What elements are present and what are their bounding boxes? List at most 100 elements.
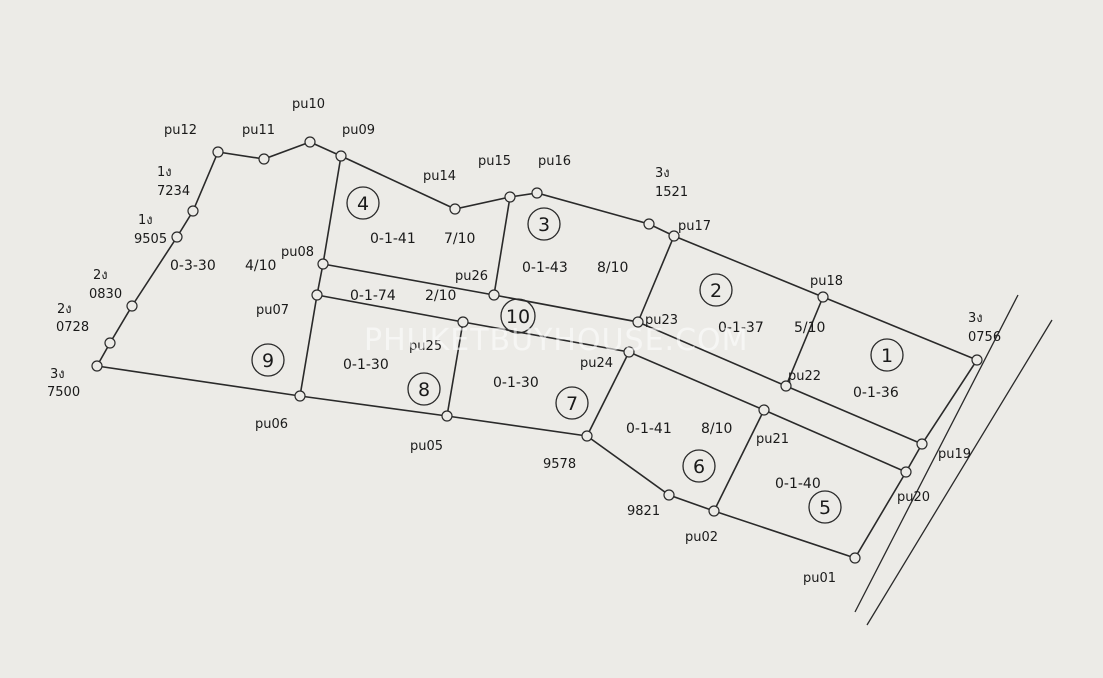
plot-8-area: 0-1-30 (343, 357, 389, 373)
marker-1521-code: 1521 (655, 185, 688, 200)
survey-points (91, 136, 983, 564)
pu07-point (311, 289, 323, 301)
plot-10-number: 10 (506, 306, 530, 328)
plot-3-circle (527, 207, 561, 241)
plot-5-area: 0-1-40 (775, 476, 821, 492)
plot-5-number: 5 (819, 497, 831, 519)
pu17-point (668, 230, 680, 242)
plot-6-number: 6 (693, 456, 705, 478)
marker-1521-point (643, 218, 655, 230)
divider-pu21-pu02 (713, 409, 765, 512)
plot-8-circle (407, 372, 441, 406)
label-pu24: pu24 (580, 356, 613, 371)
plot-areas: 0-1-36 0-1-37 5/10 0-1-43 8/10 0-1-41 7/… (170, 231, 899, 492)
plot-2-fraction: 5/10 (794, 320, 825, 336)
plot-1-circle (870, 338, 904, 372)
marker-9505-prefix: 1ง (138, 213, 153, 228)
divider-pu18-pu22 (785, 296, 824, 387)
marker-0756-code: 0756 (968, 330, 1001, 345)
plot-4-fraction: 7/10 (444, 231, 475, 247)
marker-0728-prefix: 2ง (57, 302, 72, 317)
plot-10-area: 0-1-74 (350, 288, 396, 304)
9578-point (581, 430, 593, 442)
label-pu17: pu17 (678, 219, 711, 234)
plot-6-fraction: 8/10 (701, 421, 732, 437)
label-pu18: pu18 (810, 274, 843, 289)
plot-5-circle (808, 490, 842, 524)
marker-9505-point (171, 231, 183, 243)
label-pu01: pu01 (803, 571, 836, 586)
divider-pu15-pu26 (493, 196, 511, 296)
label-pu22: pu22 (788, 369, 821, 384)
marker-7500-point (91, 360, 103, 372)
pu25-point (457, 316, 469, 328)
plot-7-area: 0-1-30 (493, 375, 539, 391)
plot-7-circle (555, 386, 589, 420)
label-pu06: pu06 (255, 417, 288, 432)
divider-pu25-pu05 (446, 321, 464, 417)
marker-0728-point (104, 337, 116, 349)
label-pu15: pu15 (478, 154, 511, 169)
marker-0756-point (971, 354, 983, 366)
plot-2-number: 2 (710, 280, 722, 302)
pu23-point (632, 316, 644, 328)
road-edge-right (866, 319, 1053, 626)
marker-labels: 3ง 7500 2ง 0728 2ง 0830 1ง 9505 1ง 7234 … (47, 165, 1001, 400)
pu14-point (449, 203, 461, 215)
marker-0728-code: 0728 (56, 320, 89, 335)
marker-7234-code: 7234 (157, 184, 190, 199)
label-pu11: pu11 (242, 123, 275, 138)
plot-6-area: 0-1-41 (626, 421, 672, 437)
label-pu09: pu09 (342, 123, 375, 138)
marker-7500-prefix: 3ง (50, 367, 65, 382)
label-pu02: pu02 (685, 530, 718, 545)
label-pu25: pu25 (409, 339, 442, 354)
marker-0830-prefix: 2ง (93, 268, 108, 283)
plot-1-area: 0-1-36 (853, 385, 899, 401)
pu06-point (294, 390, 306, 402)
plot-9-area: 0-3-30 (170, 258, 216, 274)
pu18-point (817, 291, 829, 303)
label-pu21: pu21 (756, 432, 789, 447)
pu24-point (623, 346, 635, 358)
label-9821: 9821 (627, 504, 660, 519)
pu26-point (488, 289, 500, 301)
pu15-point (504, 191, 516, 203)
marker-9505-code: 9505 (134, 232, 167, 247)
marker-0830-code: 0830 (89, 287, 122, 302)
divider-pu24-9578 (586, 351, 630, 437)
pu01-point (849, 552, 861, 564)
label-pu26: pu26 (455, 269, 488, 284)
plot-2-circle (699, 273, 733, 307)
plot-4-number: 4 (357, 193, 369, 215)
label-pu12: pu12 (164, 123, 197, 138)
pu10-point (304, 136, 316, 148)
label-pu05: pu05 (410, 439, 443, 454)
label-pu23: pu23 (645, 313, 678, 328)
plot-9-fraction: 4/10 (245, 258, 276, 274)
marker-1521-prefix: 3ง (655, 166, 670, 181)
pu02-point (708, 505, 720, 517)
marker-7500-code: 7500 (47, 385, 80, 400)
plot-3-area: 0-1-43 (522, 260, 568, 276)
plot-10-circle (500, 298, 536, 334)
label-pu10: pu10 (292, 97, 325, 112)
marker-7234-prefix: 1ง (157, 165, 172, 180)
pu11-point (258, 153, 270, 165)
divider-pu09-pu06 (299, 155, 342, 397)
divider-pu17-pu23 (637, 235, 675, 323)
pu08-point (317, 258, 329, 270)
pu09-point (335, 150, 347, 162)
marker-0756-prefix: 3ง (968, 311, 983, 326)
label-9578: 9578 (543, 457, 576, 472)
marker-0830-point (126, 300, 138, 312)
label-pu14: pu14 (423, 169, 456, 184)
pu22-point (780, 380, 792, 392)
plot-4-circle (346, 186, 380, 220)
plot-8-number: 8 (418, 379, 430, 401)
pu20-point (900, 466, 912, 478)
plot-3-number: 3 (538, 214, 550, 236)
plot-9-circle (251, 343, 285, 377)
